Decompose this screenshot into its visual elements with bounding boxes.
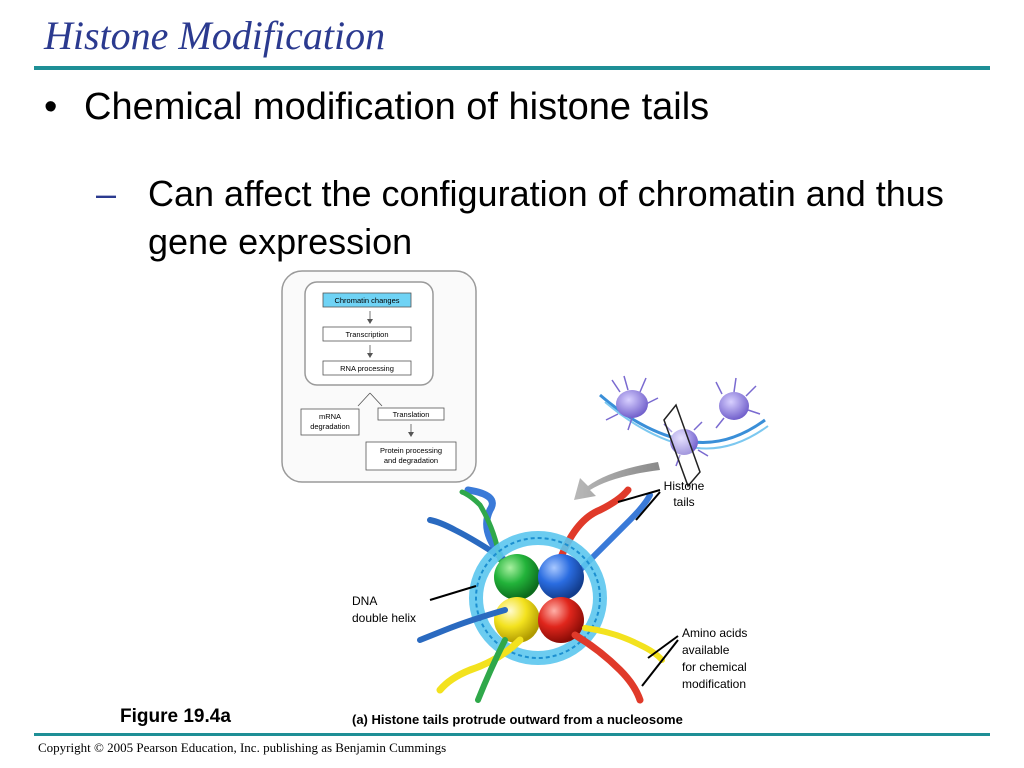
translation-box xyxy=(377,407,445,421)
bullet-dot: • xyxy=(44,86,58,128)
amino-label-1: Amino acids xyxy=(682,626,747,640)
dna-label-2: double helix xyxy=(352,611,416,625)
footer-divider xyxy=(34,733,990,736)
gene-expression-flowchart: Chromatin changes Transcription RNA proc… xyxy=(281,270,477,483)
dna-label-1: DNA xyxy=(352,594,377,608)
protein-processing-box xyxy=(365,441,457,471)
translation-label: Translation xyxy=(393,410,430,419)
figure-caption: (a) Histone tails protrude outward from … xyxy=(352,712,683,727)
chromatin-changes-label: Chromatin changes xyxy=(334,296,399,305)
copyright-notice: Copyright © 2005 Pearson Education, Inc.… xyxy=(38,740,447,755)
histone-tails-label-2: tails xyxy=(673,495,694,509)
chromatin-fiber-illustration xyxy=(599,375,769,488)
rna-processing-box xyxy=(322,360,412,376)
rna-processing-label: RNA processing xyxy=(340,364,394,373)
amino-label-4: modification xyxy=(682,677,746,691)
title-divider xyxy=(34,66,990,70)
transcription-label: Transcription xyxy=(345,330,388,339)
mrna-degradation-box xyxy=(300,408,360,436)
histone-tails-label-1: Histone xyxy=(664,479,705,493)
callout-lines xyxy=(429,489,679,687)
sub-bullet-dash: – xyxy=(96,173,117,214)
figure-label: Figure 19.4a xyxy=(120,706,231,727)
amino-label-3: for chemical xyxy=(682,660,747,674)
chromatin-changes-box xyxy=(322,292,412,308)
nucleosome-illustration xyxy=(417,486,665,704)
mrna-label-2: degradation xyxy=(310,422,350,431)
mrna-label-1: mRNA xyxy=(319,412,341,421)
zoom-arrow xyxy=(574,462,660,500)
protein-label-2: and degradation xyxy=(384,456,438,465)
sub-bullet-text: Can affect the configuration of chromati… xyxy=(148,173,944,262)
amino-label-2: available xyxy=(682,643,730,657)
main-bullet-text: Chemical modification of histone tails xyxy=(84,86,710,128)
slide-title: Histone Modification xyxy=(44,13,386,58)
transcription-box xyxy=(322,326,412,342)
protein-label-1: Protein processing xyxy=(380,446,442,455)
